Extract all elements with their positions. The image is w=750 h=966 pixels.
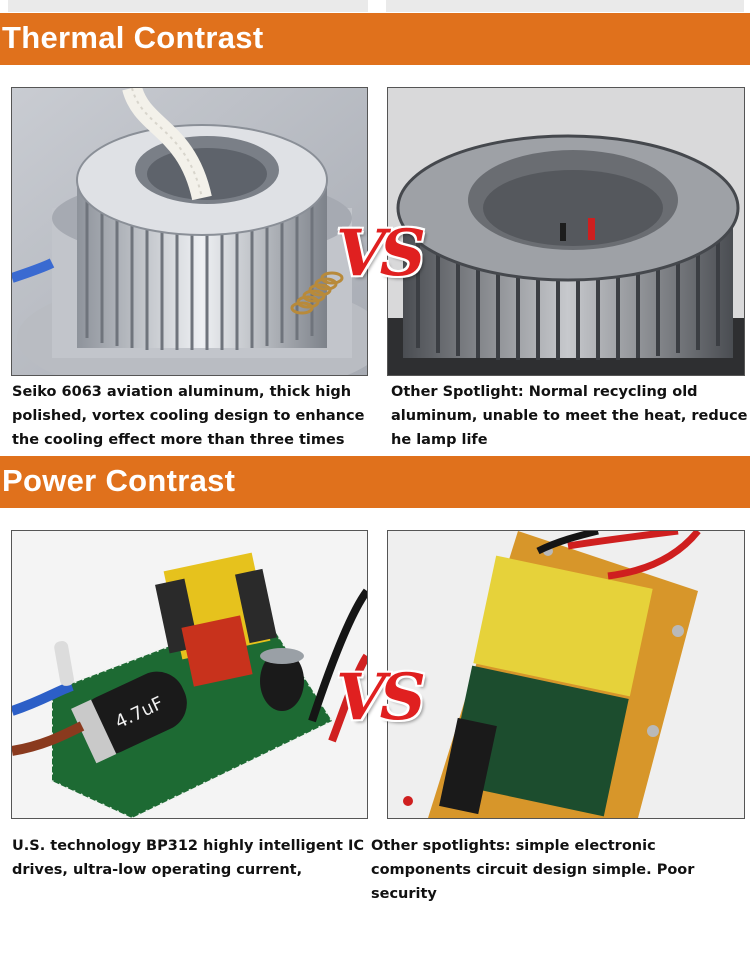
- thermal-vs-label: VS: [336, 216, 426, 291]
- thermal-title: Thermal Contrast: [2, 20, 264, 55]
- top-strip-left: [8, 0, 368, 12]
- top-strip-right: [386, 0, 744, 12]
- thermal-left-caption: Seiko 6063 aviation aluminum, thick high…: [12, 384, 365, 448]
- power-title: Power Contrast: [2, 463, 236, 498]
- thermal-left-photo: [11, 87, 368, 376]
- power-left-caption: U.S. technology BP312 highly intelligent…: [12, 838, 365, 878]
- thermal-banner: Thermal Contrast: [0, 13, 750, 65]
- power-banner: Power Contrast: [0, 456, 750, 508]
- power-left-photo: 4.7uF: [11, 530, 368, 819]
- power-vs-label: VS: [336, 660, 426, 735]
- power-right-photo: [387, 530, 745, 819]
- thermal-right-photo: [387, 87, 745, 376]
- thermal-right-caption: Other Spotlight: Normal recycling old al…: [391, 384, 748, 448]
- power-right-caption: Other spotlights: simple electronic comp…: [371, 838, 695, 902]
